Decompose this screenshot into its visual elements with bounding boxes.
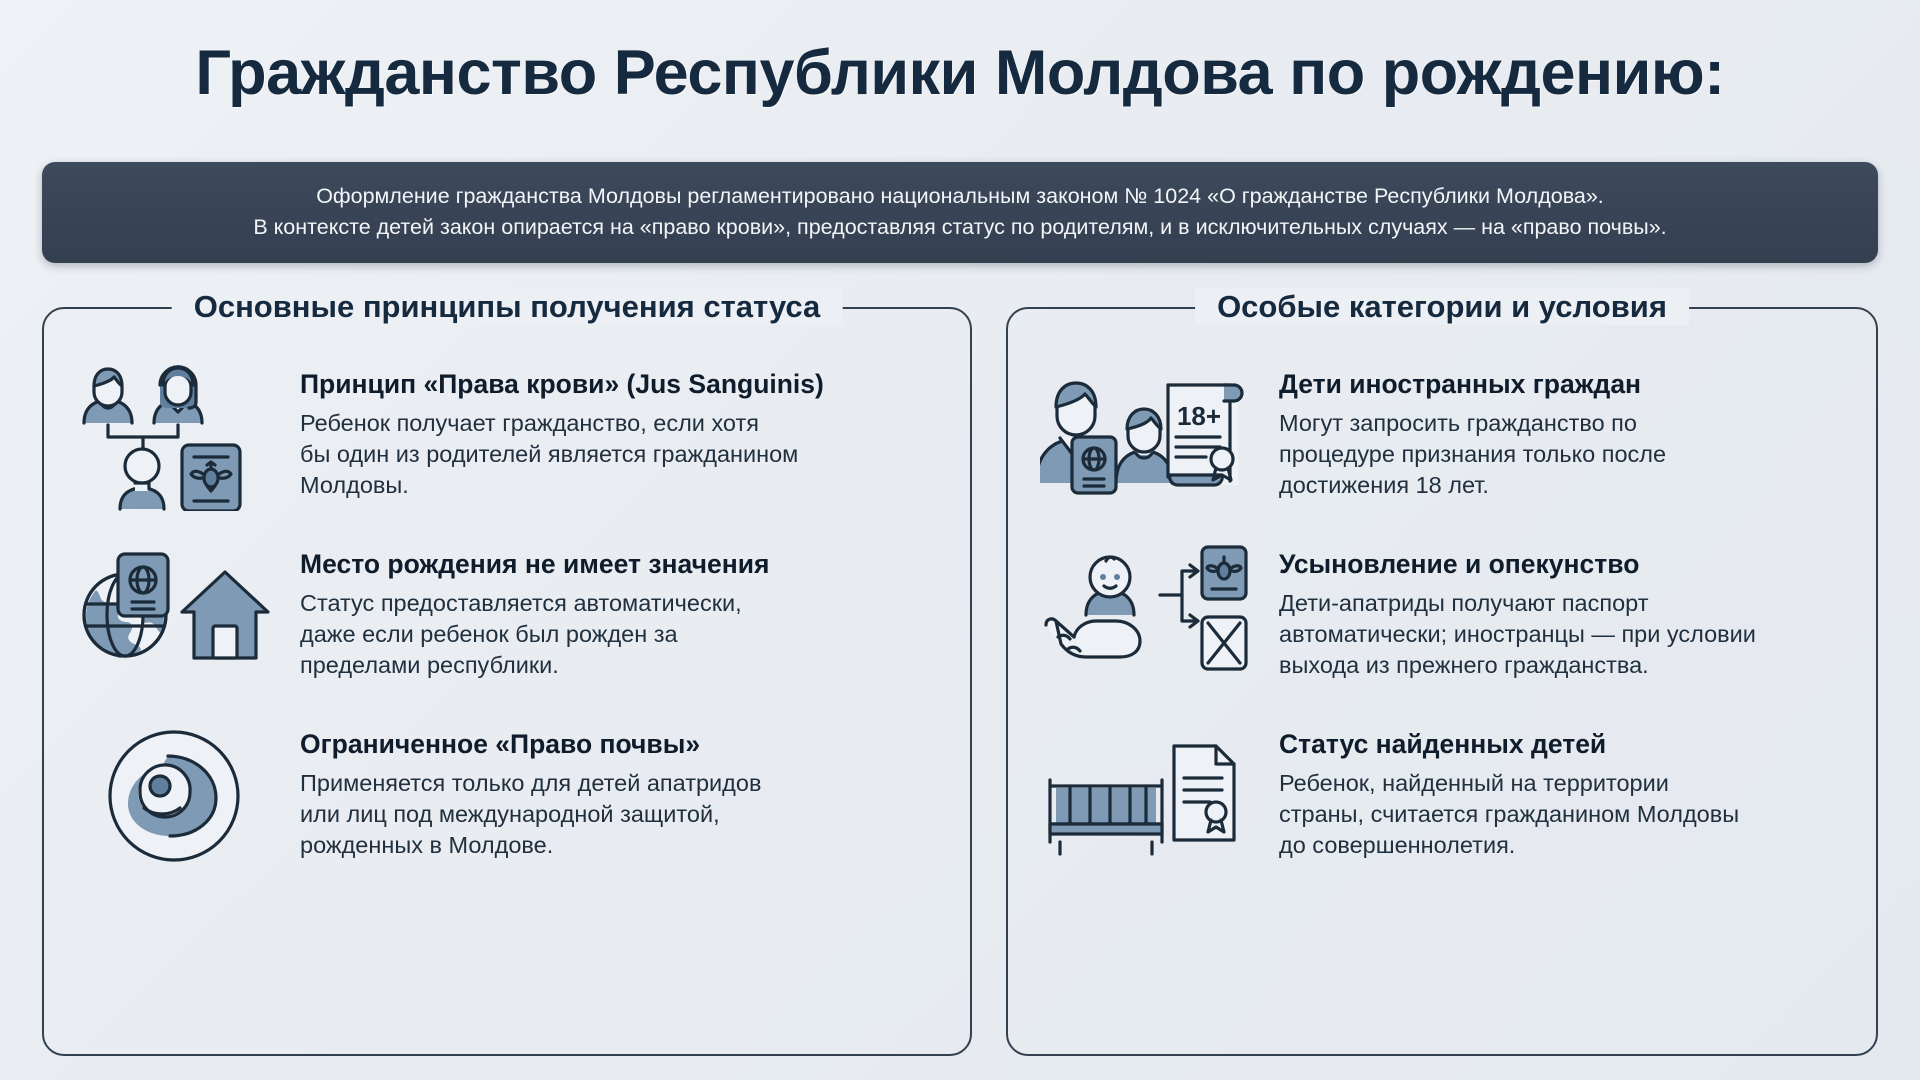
item-body-line: Статус предоставляется автоматически, xyxy=(300,590,742,617)
item-body-line: бы один из родителей является гражданино… xyxy=(300,440,799,467)
item-body-line: Могут запросить гражданство по xyxy=(1279,410,1637,437)
item-body-line: или лиц под международной защитой, xyxy=(300,800,720,827)
item-body-line: Ребенок, найденный на территории xyxy=(1279,770,1669,797)
item-heading: Дети иностранных граждан xyxy=(1279,369,1642,400)
item-body: Применяется только для детей апатридов и… xyxy=(300,768,940,860)
item-body: Ребенок получает гражданство, если хотя … xyxy=(300,408,940,500)
banner-line-2: В контексте детей закон опирается на «пр… xyxy=(253,214,1667,239)
item-body: Дети-апатриды получают паспорт автоматич… xyxy=(1279,588,1846,680)
item-body-line: Молдовы. xyxy=(300,471,409,498)
globe-passport-house-icon xyxy=(74,541,274,691)
item-body-line: Ребенок получает гражданство, если хотя xyxy=(300,410,759,437)
family-tree-passport-icon xyxy=(74,361,274,512)
item-heading: Статус найденных детей xyxy=(1279,729,1607,760)
item-body-line: Дети-апатриды получают паспорт xyxy=(1279,590,1649,617)
hands-baby-passport-icon xyxy=(1038,541,1253,691)
item-body-line: рожденных в Молдове. xyxy=(300,831,554,858)
item-body: Статус предоставляется автоматически, да… xyxy=(300,588,940,680)
banner-line-1: Оформление гражданства Молдовы регламент… xyxy=(316,184,1604,209)
item-body-line: достижения 18 лет. xyxy=(1279,471,1489,498)
item-body-line: процедуре признания только после xyxy=(1279,440,1667,467)
list-item: Место рождения не имеет значения Статус … xyxy=(74,537,940,695)
list-item: Ограниченное «Право почвы» Применяется т… xyxy=(74,717,940,875)
column-special-categories: Особые категории и условия xyxy=(1006,288,1878,1056)
item-body-line: выхода из прежнего гражданства. xyxy=(1279,651,1649,678)
foreign-parent-child-certificate-icon: 18+ xyxy=(1038,361,1253,511)
item-body: Ребенок, найденный на территории страны,… xyxy=(1279,768,1846,860)
intro-banner: Оформление гражданства Молдовы регламент… xyxy=(42,162,1878,264)
item-body-line: страны, считается гражданином Молдовы xyxy=(1279,800,1740,827)
list-item: Принцип «Права крови» (Jus Sanguinis) Ре… xyxy=(74,357,940,515)
list-item: Статус найденных детей Ребенок, найденны… xyxy=(1038,717,1846,875)
item-heading: Принцип «Права крови» (Jus Sanguinis) xyxy=(300,369,824,400)
column-main-principles: Основные принципы получения статуса xyxy=(42,288,972,1056)
crib-document-icon xyxy=(1038,721,1253,871)
item-text: Усыновление и опекунство Дети-апатриды п… xyxy=(1279,541,1846,680)
item-heading: Место рождения не имеет значения xyxy=(300,549,770,580)
list-item: 18+ Дети иностранных граждан Могут запро… xyxy=(1038,357,1846,515)
item-heading: Ограниченное «Право почвы» xyxy=(300,729,701,760)
swaddled-baby-icon xyxy=(74,721,274,871)
item-text: Принцип «Права крови» (Jus Sanguinis) Ре… xyxy=(300,361,940,500)
item-text: Ограниченное «Право почвы» Применяется т… xyxy=(300,721,940,860)
column-title-special-categories: Особые категории и условия xyxy=(1195,288,1689,326)
item-heading: Усыновление и опекунство xyxy=(1279,549,1640,580)
item-text: Дети иностранных граждан Могут запросить… xyxy=(1279,361,1846,500)
item-body-line: до совершеннолетия. xyxy=(1279,831,1516,858)
item-text: Место рождения не имеет значения Статус … xyxy=(300,541,940,680)
item-body-line: автоматически; иностранцы — при условии xyxy=(1279,620,1756,647)
item-body-line: даже если ребенок был рожден за xyxy=(300,620,678,647)
page-title: Гражданство Республики Молдова по рожден… xyxy=(195,38,1725,108)
list-item: Усыновление и опекунство Дети-апатриды п… xyxy=(1038,537,1846,695)
item-body-line: пределами республики. xyxy=(300,651,559,678)
item-body: Могут запросить гражданство по процедуре… xyxy=(1279,408,1846,500)
column-title-main-principles: Основные принципы получения статуса xyxy=(171,288,843,326)
columns-container: Основные принципы получения статуса xyxy=(42,288,1878,1056)
age-badge-text: 18+ xyxy=(1176,401,1220,431)
item-body-line: Применяется только для детей апатридов xyxy=(300,770,762,797)
item-text: Статус найденных детей Ребенок, найденны… xyxy=(1279,721,1846,860)
